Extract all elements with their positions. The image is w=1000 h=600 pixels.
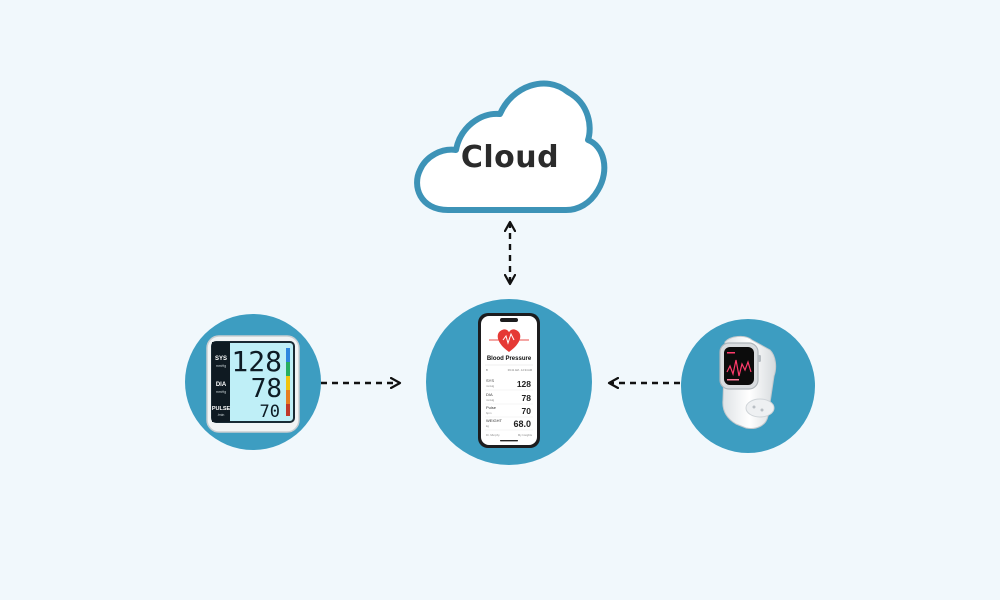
phone-notch — [500, 318, 518, 322]
cloud-label: Cloud — [460, 140, 560, 175]
phone-title: Blood Pressure — [487, 356, 532, 362]
phone-row-pulse-value: 70 — [522, 406, 532, 416]
phone-row-dia-label: DIA — [486, 392, 493, 397]
phone-row-weight-unit: kg — [486, 424, 489, 428]
phone-node: Blood Pressure 8 09:41 AM - 12:34 AM SYS… — [426, 299, 592, 465]
bp-pulse-unit: /min — [218, 413, 225, 417]
phone-header-left: 8 — [486, 368, 488, 372]
phone-row-dia-unit: mmHg — [486, 398, 495, 402]
bp-dia-label: DIA — [216, 382, 227, 388]
heartbeat-line — [489, 331, 529, 347]
phone-row-sys-label: SYS — [486, 378, 494, 383]
phone-footer-right: My Insights — [518, 433, 533, 437]
bp-pulse-label: PULSE — [212, 406, 231, 412]
phone-header-right: 09:41 AM - 12:34 AM — [508, 368, 532, 372]
phone-row-pulse-label: Pulse — [486, 405, 497, 410]
bp-sys-label: SYS — [215, 356, 227, 362]
phone-row-sys-unit: mmHg — [486, 384, 495, 388]
cloud-node — [414, 80, 608, 213]
heart-rate-chart — [726, 359, 752, 377]
cloud-shape — [414, 80, 608, 213]
phone-footer-left: Dr. Murphy — [486, 433, 500, 437]
phone-row-pulse-unit: bpm — [486, 411, 492, 415]
watch-screen — [724, 347, 754, 385]
phone-row-weight-label: WEIGHT — [486, 418, 503, 423]
phone-row-dia-value: 78 — [522, 393, 532, 403]
bp-pulse-value: 70 — [260, 402, 280, 422]
bp-dia-unit: mmHg — [216, 390, 226, 394]
bp-sys-value: 128 — [231, 345, 282, 378]
phone-row-sys-value: 128 — [517, 379, 531, 389]
phone-row-weight-value: 68.0 — [513, 419, 531, 429]
watch-node — [681, 319, 815, 453]
bp-dia-value: 78 — [251, 374, 282, 404]
phone-screen — [481, 316, 537, 445]
bp-sys-unit: mmHg — [216, 364, 226, 368]
connectors — [321, 222, 680, 383]
bp-monitor-node: SYS DIA PULSE mmHg mmHg /min 128 78 70 — [185, 314, 321, 450]
